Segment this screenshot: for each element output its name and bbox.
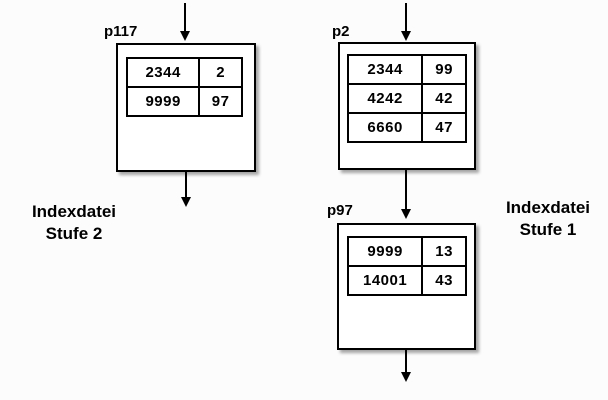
pointer-cell: 99 (435, 61, 453, 78)
caption-line-1: Indexdatei (31, 202, 117, 221)
key-cell: 2344 (128, 59, 201, 86)
page-label-p2: p2 (332, 23, 350, 40)
index-entry-row: 2344 2 (128, 59, 241, 88)
key-cell: 9999 (128, 88, 201, 115)
key-cell: 4242 (349, 85, 424, 112)
index-page-p117: 2344 2 9999 97 (116, 43, 256, 172)
pointer-cell: 43 (435, 272, 453, 289)
index-page-p97: 9999 13 14001 43 (337, 223, 476, 350)
arrow-into-p117 (180, 3, 190, 41)
key-cell: 9999 (349, 238, 424, 265)
index-table-p97: 9999 13 14001 43 (347, 236, 467, 296)
key-cell: 2344 (349, 56, 424, 83)
arrow-from-p117 (181, 172, 191, 207)
key-cell: 14001 (349, 267, 424, 294)
pointer-cell: 47 (435, 119, 453, 136)
index-table-p117: 2344 2 9999 97 (126, 57, 243, 117)
index-entry-row: 6660 47 (349, 114, 465, 141)
index-entry-row: 9999 97 (128, 88, 241, 115)
arrow-into-p2 (401, 3, 411, 41)
caption-line-1: Indexdatei (505, 198, 591, 217)
index-entry-row: 14001 43 (349, 267, 465, 294)
key-cell: 6660 (349, 114, 424, 141)
index-entry-row: 9999 13 (349, 238, 465, 267)
arrow-from-p97 (401, 350, 411, 382)
caption-line-2: Stufe 2 (45, 224, 103, 243)
pointer-cell: 97 (211, 93, 230, 110)
caption-line-2: Stufe 1 (519, 220, 577, 239)
index-entry-row: 2344 99 (349, 56, 465, 85)
caption-indexdatei-stufe-2: Indexdatei Stufe 2 (9, 201, 139, 245)
pointer-cell: 13 (435, 243, 453, 260)
arrow-p2-to-p97 (401, 170, 411, 219)
pointer-cell: 2 (216, 64, 226, 81)
page-label-p97: p97 (327, 202, 353, 219)
pointer-cell: 42 (435, 90, 453, 107)
page-label-p117: p117 (104, 23, 138, 40)
caption-indexdatei-stufe-1: Indexdatei Stufe 1 (483, 197, 608, 241)
